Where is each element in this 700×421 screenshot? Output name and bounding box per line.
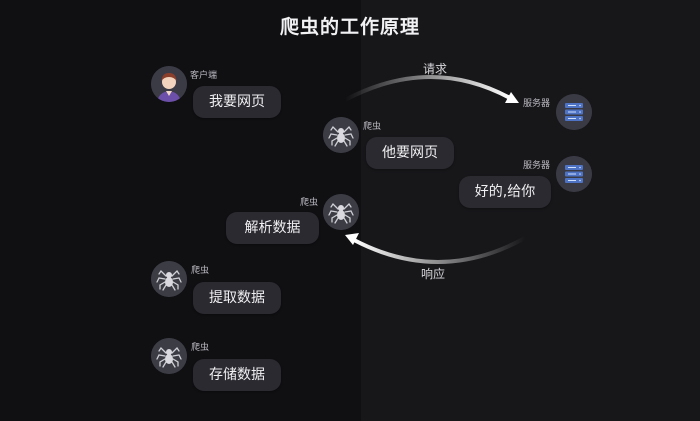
server-2-message: 好的,给你 <box>459 176 551 208</box>
response-arrow <box>352 236 527 264</box>
client-message: 我要网页 <box>193 86 281 118</box>
response-arrowhead <box>345 233 359 245</box>
server-2-tag: 服务器 <box>523 161 551 171</box>
spider-parse-tag: 爬虫 <box>300 198 319 208</box>
spider-icon <box>323 117 359 153</box>
server-1-tag: 服务器 <box>523 99 551 109</box>
spider-request-tag: 爬虫 <box>363 122 382 132</box>
spider-extract-tag: 爬虫 <box>191 266 210 276</box>
spider-parse-message: 解析数据 <box>226 212 319 244</box>
spider-store-tag: 爬虫 <box>191 343 210 353</box>
server-rack-icon <box>556 94 592 130</box>
right-panel <box>361 0 700 421</box>
response-label: 响应 <box>421 267 446 281</box>
spider-icon <box>151 338 187 374</box>
request-label: 请求 <box>423 62 448 76</box>
spider-request-message: 他要网页 <box>366 137 454 169</box>
diagram-title: 爬虫的工作原理 <box>279 16 420 38</box>
spider-icon <box>323 194 359 230</box>
spider-icon <box>151 261 187 297</box>
request-arrowhead <box>505 92 519 103</box>
person-avatar-icon <box>151 66 187 102</box>
spider-store-message: 存储数据 <box>193 359 281 391</box>
spider-extract-message: 提取数据 <box>193 282 281 314</box>
request-arrow <box>343 75 512 102</box>
server-rack-icon <box>556 156 592 192</box>
client-tag: 客户端 <box>190 71 218 81</box>
